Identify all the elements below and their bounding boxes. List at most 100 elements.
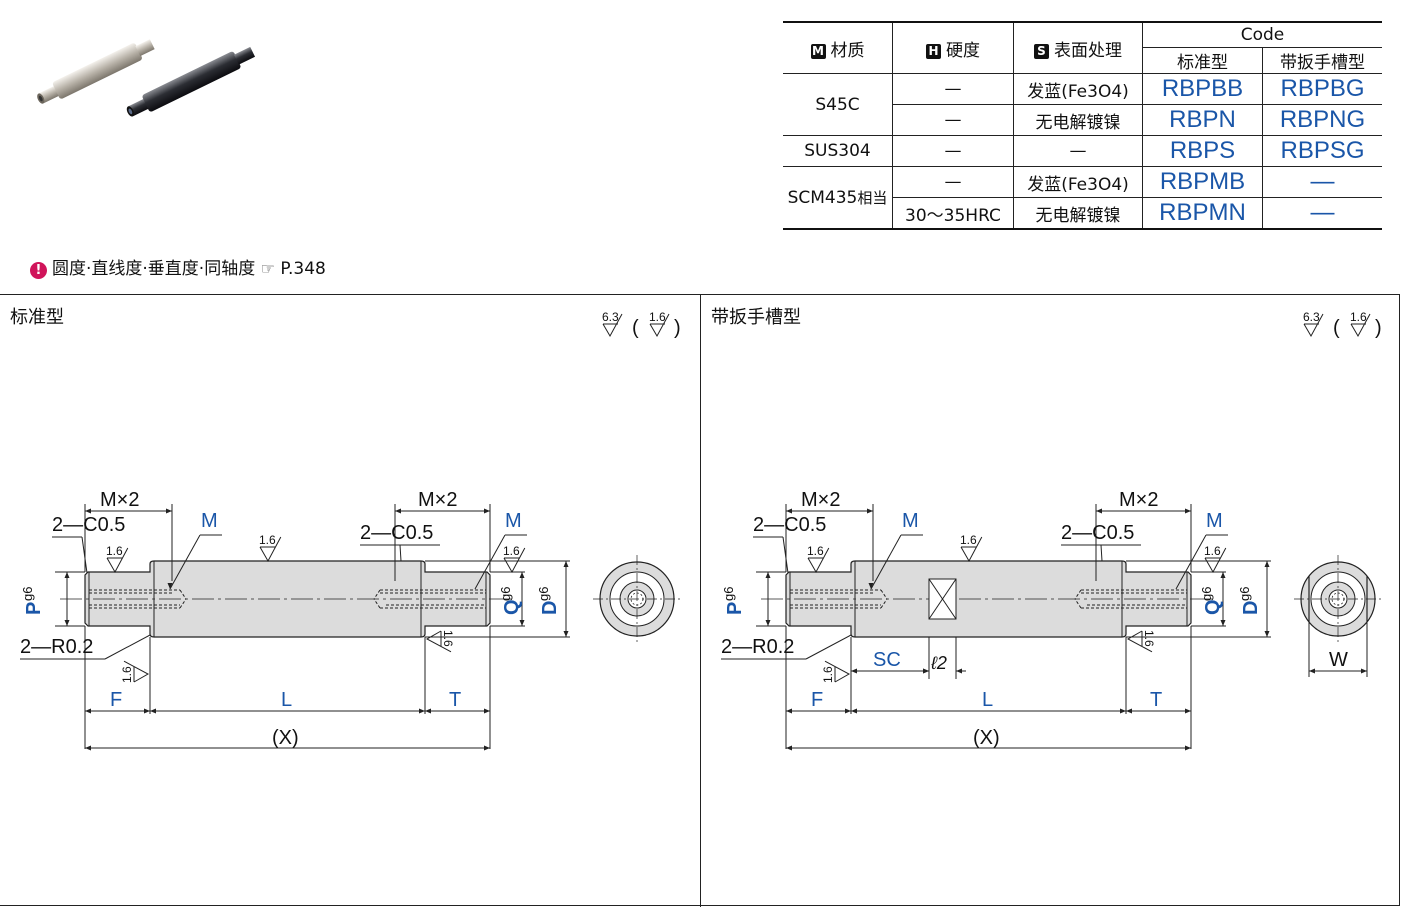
dimension-label: g6 [721,587,736,601]
dimension-label: SC [873,649,901,671]
arrow-head [85,508,91,514]
roughness-symbol [1303,313,1324,338]
dimension-label: ) [1375,317,1382,339]
section-title-standard: 标准型 [10,307,64,328]
drawing-line [373,598,381,609]
arrow-head [1264,631,1270,637]
dimension-label: P [23,602,45,615]
shaft-body [785,560,1192,638]
arrow-head [923,668,929,674]
arrow-head [851,668,857,674]
dimension-label: D [1240,601,1262,615]
drawing-line [1175,534,1207,590]
arrow-head [64,620,70,626]
tolerance-note: !圆度·直线度·垂直度·同轴度 ☞ P.348 [30,254,326,279]
arrow-head [1096,508,1102,514]
dimension-label: 1.6 [821,666,835,683]
dimension-label: 2—C0.5 [360,522,433,544]
dimension-label: 6.3 [1303,310,1320,324]
hardness-cell: — [892,73,1014,105]
dimension-label: 1.6 [807,544,824,558]
arrow-head [519,572,525,578]
roughness-symbol [425,630,452,653]
dimension-label: Q [501,599,523,615]
header-standard: 标准型 [1142,47,1263,74]
dimension-label: M×2 [100,489,139,511]
arrow-head [166,508,172,514]
dimension-p: Pg6 [721,587,746,615]
arrow-head [484,745,490,751]
dimension-label: M [201,510,218,532]
arrow-head [395,508,401,514]
arrow-head [484,708,490,714]
roughness-symbol [106,547,129,574]
hardness-cell: — [892,166,1014,198]
dimension-label: ) [674,317,681,339]
arrow-head [85,745,91,751]
arrow-head [765,572,771,578]
code-cell: RBPNG [1262,104,1382,136]
warning-icon: ! [30,262,47,279]
arrow-head [867,508,873,514]
dimension-label: M [505,510,522,532]
arrow-head [786,708,792,714]
dimension-label: ( [632,317,639,339]
dimension-label: M [902,510,919,532]
code-cell: RBPBG [1262,73,1382,105]
surface-cell: 无电解镀镍 [1013,197,1143,230]
roughness-symbol [123,660,150,683]
dimension-label: 2—R0.2 [721,636,794,658]
dimension-label: 2—C0.5 [52,514,125,536]
dimension-label: 1.6 [1204,544,1221,558]
dimension-label: (X) [973,727,1000,749]
arrow-head [1185,508,1191,514]
code-cell: RBPMB [1142,166,1263,198]
arrow-head [64,572,70,578]
dimension-label: g6 [1199,587,1214,601]
dimension-label: g6 [536,587,551,601]
drawing-line [81,536,88,574]
page-reference[interactable]: P.348 [280,259,326,279]
code-cell: RBPMN [1142,197,1263,230]
roughness-symbol [824,660,851,683]
drawing-line [169,534,201,590]
dimension-label: 1.6 [441,630,455,647]
roughness-symbol [807,547,830,574]
material-cell: S45C [783,73,893,136]
dimension-label: T [449,689,461,711]
dimension-label: P [724,602,746,615]
arrow-head [519,620,525,626]
arrow-head [425,708,431,714]
drawing-line [179,598,187,609]
section-title-wrench: 带扳手槽型 [711,307,801,328]
roughness-symbol [649,313,670,338]
dimension-label: 1.6 [120,666,134,683]
dimension-label: W [1329,649,1348,671]
drawing-line [1100,544,1103,562]
roughness-symbol: 1.6 [120,660,150,683]
arrow-head [1126,708,1132,714]
drawing-line [179,589,187,600]
drawing-line [880,589,888,600]
dimension-label: 1.6 [259,533,276,547]
arrow-head [1185,708,1191,714]
drawing-line [870,534,902,590]
drawing-line [782,536,789,574]
arrow-head [1220,572,1226,578]
header-wrench: 带扳手槽型 [1262,47,1382,74]
arrow-head [484,508,490,514]
dimension-q: Qg6 [1199,587,1224,615]
drawing-line [1074,589,1082,600]
dimension-label: ( [1333,317,1340,339]
arrow-head [419,708,425,714]
drawing-line [1074,598,1082,609]
arrow-head [786,745,792,751]
surface-badge: S [1034,43,1049,59]
code-cell: RBPS [1142,135,1263,167]
roughness-symbol: 1.6 [1126,630,1156,653]
dimension-label: Q [1202,599,1224,615]
